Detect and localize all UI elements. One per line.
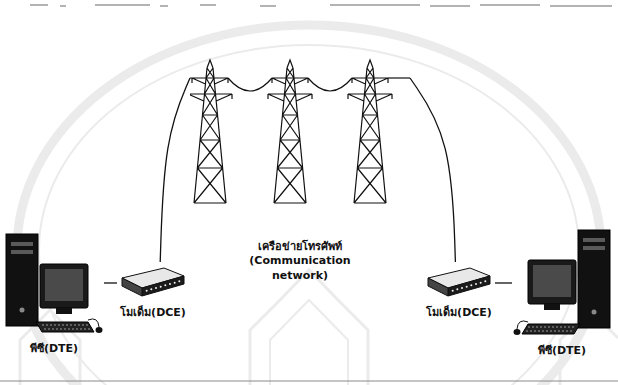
modem-light (456, 288, 458, 290)
power-line-wire (228, 78, 272, 91)
monitor-body (528, 260, 576, 304)
pc-power-button (592, 310, 597, 315)
scan-noise-lines (30, 5, 612, 6)
watermark-ring (39, 45, 579, 385)
cable (104, 282, 117, 283)
power-line-wire (388, 77, 410, 78)
modem-icon (118, 262, 188, 304)
pc-tower (578, 230, 610, 328)
modem-icon (424, 262, 494, 304)
modem-light (466, 286, 468, 288)
modem-dce: โมเด็ม(DCE) (423, 262, 495, 320)
icon-group (514, 230, 611, 335)
computer-dte: พีซี(DTE) (4, 226, 104, 356)
monitor-stand (56, 308, 72, 314)
modem-light (150, 288, 152, 290)
communication-network: เครือข่ายโทรศัพท์ (Communication network… (190, 38, 410, 283)
transmission-tower (190, 60, 232, 203)
keyboard-keys (42, 325, 90, 329)
device-label: พีซี(DTE) (538, 344, 586, 358)
watermark-emblem (270, 300, 348, 385)
modem-side (122, 278, 142, 296)
modem-light (484, 280, 486, 282)
modem-front (448, 276, 490, 296)
watermark-emblem (20, 310, 618, 385)
keyboard (522, 324, 580, 334)
modem-light (461, 287, 463, 289)
icon-group (428, 268, 490, 296)
device-label: โมเด็ม(DCE) (426, 306, 492, 320)
mouse-cable (88, 319, 99, 327)
modem-light (146, 290, 148, 292)
modem-light (164, 284, 166, 286)
modem-light (160, 286, 162, 288)
power-line-wire (308, 78, 352, 91)
modem-light (178, 280, 180, 282)
modem-side (428, 278, 448, 296)
icon-group (122, 268, 184, 296)
pc-drive-bay (11, 242, 33, 246)
modem-front (142, 276, 184, 296)
monitor-screen (45, 269, 83, 301)
pc-tower (6, 234, 38, 326)
power-line-wire (190, 77, 192, 78)
pc-power-button (20, 308, 25, 313)
modem-light (480, 282, 482, 284)
watermark-emblem (250, 270, 368, 385)
network-towers (190, 38, 410, 238)
modem-light (470, 284, 472, 286)
monitor-body (40, 264, 88, 308)
cable (410, 78, 455, 262)
watermark (17, 25, 618, 385)
page-rule (0, 381, 618, 382)
computer-dte: พีซี(DTE) (512, 222, 612, 358)
pc-icon (4, 226, 104, 340)
modem-light (475, 283, 477, 285)
watermark-ring (17, 25, 601, 385)
pc-drive-bay (583, 246, 605, 250)
mouse (96, 327, 103, 333)
modem-dce: โมเด็ม(DCE) (117, 262, 189, 320)
monitor-screen (533, 265, 571, 297)
pc-drive-bay (583, 238, 605, 242)
pc-drive-bay (11, 250, 33, 254)
device-label: เครือข่ายโทรศัพท์ (Communication network… (220, 240, 380, 283)
icon-group (190, 60, 410, 203)
modem-light (169, 283, 171, 285)
modem-light (174, 282, 176, 284)
device-label: โมเด็ม(DCE) (120, 306, 186, 320)
transmission-tower (268, 60, 312, 203)
modem-light (452, 290, 454, 292)
mouse (514, 329, 521, 335)
scan-noise (30, 5, 612, 6)
keyboard (36, 322, 94, 332)
device-label: พีซี(DTE) (30, 342, 78, 356)
modem-light (155, 287, 157, 289)
cable (160, 78, 190, 262)
monitor-stand (544, 304, 560, 310)
mouse-cable (517, 321, 528, 329)
pc-icon (512, 222, 612, 342)
transmission-tower (348, 60, 392, 203)
keyboard-keys (526, 327, 574, 331)
icon-group (6, 234, 103, 333)
cable (495, 282, 512, 283)
